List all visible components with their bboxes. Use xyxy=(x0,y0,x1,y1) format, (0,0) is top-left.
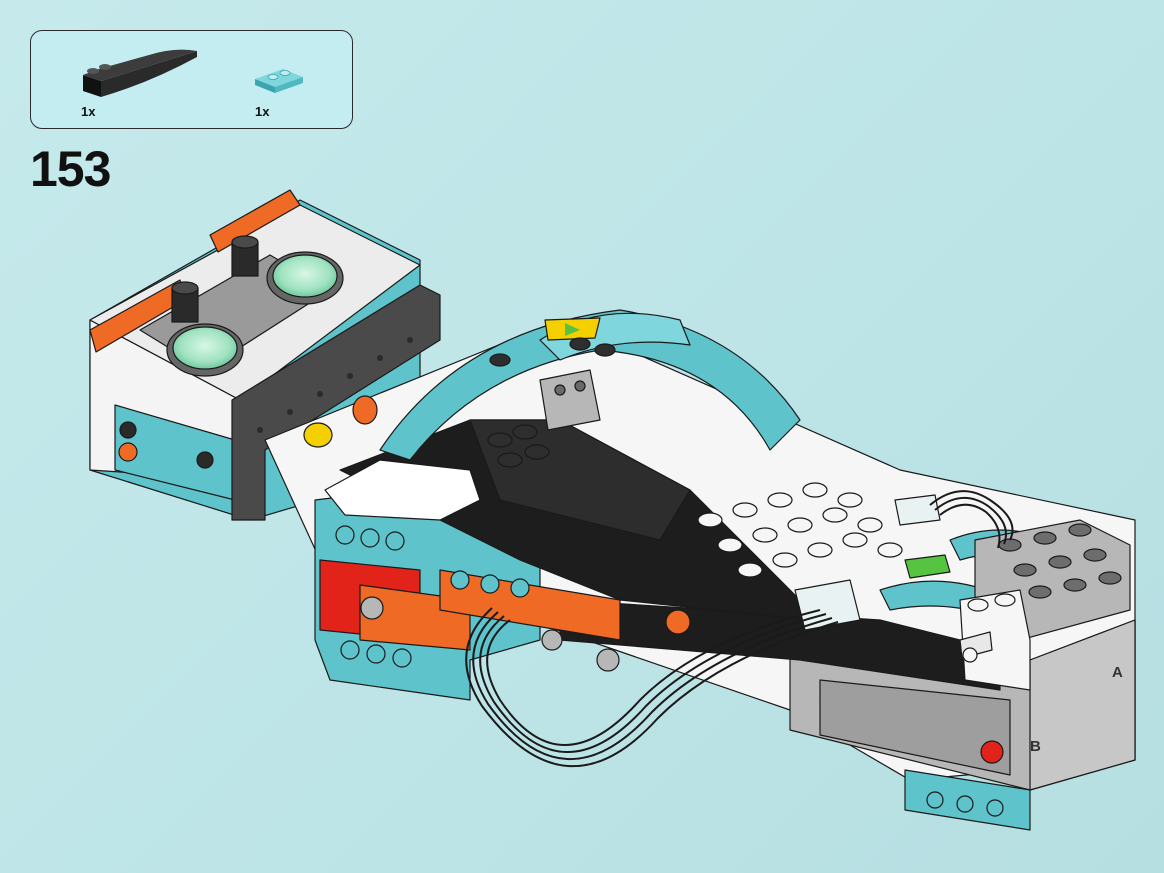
parts-callout: 1x 1x xyxy=(30,30,353,129)
step-number: 153 xyxy=(30,141,111,197)
teal-plate-icon xyxy=(253,65,305,95)
part-quantity: 1x xyxy=(81,104,96,119)
part-quantity: 1x xyxy=(255,104,270,119)
port-label-b: B xyxy=(1030,738,1041,755)
black-curved-slope-brick-icon xyxy=(79,39,199,99)
port-label-a: A xyxy=(1112,664,1123,681)
